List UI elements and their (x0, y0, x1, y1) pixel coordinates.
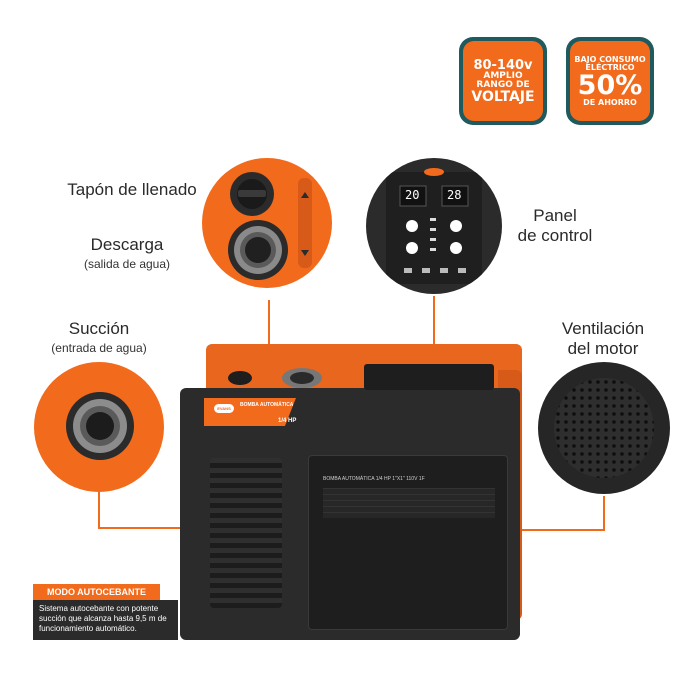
discharge-connector (268, 300, 270, 372)
savings-line2: ELÉCTRICO (585, 62, 635, 72)
voltage-line2: AMPLIO (483, 70, 523, 81)
savings-line1: BAJO CONSUMO (574, 54, 646, 64)
self-priming-callout: MODO AUTOCEBANTE Sistema autocebante con… (33, 582, 178, 640)
spec-table (323, 488, 495, 518)
voltage-range-badge: 80-140v AMPLIO RANGO DE VOLTAJE (459, 37, 547, 125)
voltage-line3: RANGO DE (476, 79, 530, 90)
ventilation-connector-h (520, 529, 605, 531)
vent-grille (554, 378, 654, 478)
control-panel-label: Panel de control (517, 206, 593, 245)
display-left: 20 (405, 188, 420, 202)
spec-panel: BOMBA AUTOMÁTICA 1/4 HP 1"X1" 110V 1F (308, 455, 508, 630)
discharge-label: Descarga (salida de agua) (83, 235, 171, 271)
self-priming-title: MODO AUTOCEBANTE (33, 584, 160, 600)
suction-connector-v (98, 492, 100, 528)
evans-logo: EVANS (214, 404, 234, 413)
power-rating: 1/4 HP (278, 418, 297, 424)
fill-discharge-illustration (228, 172, 312, 280)
spec-panel-title: BOMBA AUTOMÁTICA 1/4 HP 1"X1" 110V 1F (323, 476, 425, 482)
self-priming-description: Sistema autocebante con potente succión … (33, 600, 178, 640)
pump-side-vents (210, 458, 282, 608)
suction-connector-h (98, 527, 184, 529)
savings-percent: 50% (577, 69, 643, 101)
ventilation-label: Ventilación del motor (561, 319, 645, 358)
suction-port-illustration (66, 392, 134, 460)
fill-cap-label: Tapón de llenado (67, 180, 197, 199)
energy-savings-badge: BAJO CONSUMO ELÉCTRICO 50% DE AHORRO (566, 37, 654, 125)
control-panel-illustration (386, 168, 482, 284)
voltage-value: 80-140v (473, 57, 533, 73)
suction-detail (34, 362, 164, 492)
fill-discharge-detail (202, 158, 332, 288)
product-title: BOMBA AUTOMÁTICA (240, 402, 294, 408)
suction-label: Succión (entrada de agua) (51, 319, 147, 355)
display-right: 28 (447, 188, 462, 202)
control-panel-detail: 20 28 (366, 158, 502, 294)
savings-line4: DE AHORRO (583, 97, 637, 107)
ventilation-connector-v (603, 496, 605, 530)
ventilation-detail (538, 362, 670, 494)
panel-connector (433, 296, 435, 374)
voltage-line4: VOLTAJE (471, 88, 535, 105)
pump-top-ports (228, 364, 494, 390)
